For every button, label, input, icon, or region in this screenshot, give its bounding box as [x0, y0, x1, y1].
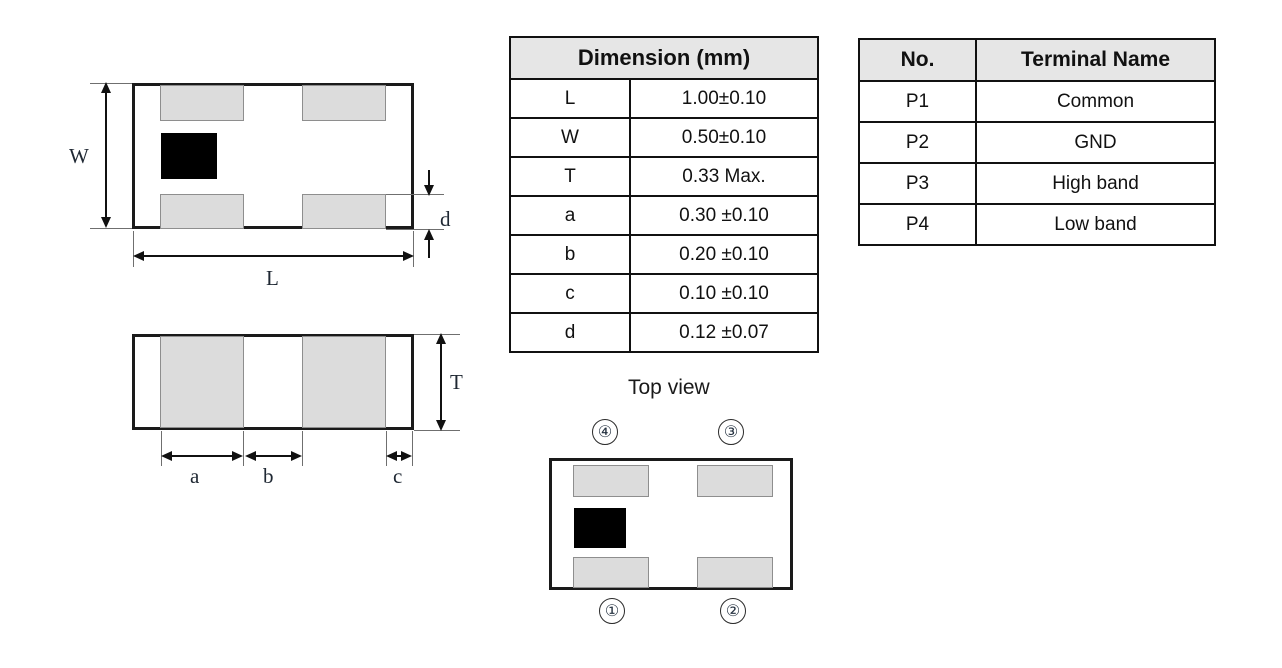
pin-number-1: ①	[599, 598, 625, 624]
dimension-label-w: W	[69, 144, 89, 168]
dimension-key: d	[509, 312, 631, 353]
dimension-table: Dimension (mm) L 1.00±0.10 W 0.50±0.10 T…	[509, 36, 819, 353]
dimension-key: L	[509, 78, 631, 119]
d-arrow-up-icon	[424, 229, 434, 240]
pinout-polarity-marker	[574, 508, 626, 548]
dimension-key: T	[509, 156, 631, 197]
terminal-no: P1	[858, 80, 977, 123]
dimension-label-a: a	[190, 464, 200, 488]
d-dimension-line-upper	[428, 170, 430, 190]
table-row: d 0.12 ±0.07	[509, 312, 819, 353]
dimension-label-c: c	[393, 464, 403, 488]
l-arrow-left-icon	[133, 251, 144, 261]
terminal-name-table: No. Terminal Name P1 Common P2 GND P3 Hi…	[858, 38, 1216, 246]
pad-bottom-right	[302, 194, 386, 229]
dimension-value: 0.30 ±0.10	[629, 195, 819, 236]
pinout-pad-2	[697, 557, 773, 588]
dimension-key: W	[509, 117, 631, 158]
dimension-label-t: T	[450, 370, 463, 394]
d-extension-line-bottom	[386, 229, 444, 230]
a-dimension-line	[164, 455, 240, 457]
l-arrow-right-icon	[403, 251, 414, 261]
w-extension-line-top	[90, 83, 138, 84]
a-extension-line-right	[243, 431, 244, 466]
w-arrow-up-icon	[101, 82, 111, 93]
dimension-value: 0.12 ±0.07	[629, 312, 819, 353]
pin-number-3: ③	[718, 419, 744, 445]
table-row: P4 Low band	[858, 203, 1216, 246]
b-arrow-right-icon	[291, 451, 302, 461]
dimension-key: b	[509, 234, 631, 275]
dimension-value: 0.50±0.10	[629, 117, 819, 158]
pinout-pad-4	[573, 465, 649, 497]
pin-number-2: ②	[720, 598, 746, 624]
a-extension-line-left	[161, 431, 162, 466]
c-arrow-right-icon	[401, 451, 412, 461]
table-row: P1 Common	[858, 80, 1216, 123]
l-extension-line-left	[133, 231, 134, 267]
terminal-name: High band	[975, 162, 1216, 205]
pin-number-4: ④	[592, 419, 618, 445]
table-row: a 0.30 ±0.10	[509, 195, 819, 236]
d-dimension-line-lower	[428, 236, 430, 258]
table-row: P2 GND	[858, 121, 1216, 164]
table-row: T 0.33 Max.	[509, 156, 819, 197]
table-row: c 0.10 ±0.10	[509, 273, 819, 314]
d-extension-line-top	[386, 194, 444, 195]
polarity-marker	[161, 133, 217, 179]
pad-top-left	[160, 85, 244, 121]
t-arrow-up-icon	[436, 333, 446, 344]
c-extension-line-left	[386, 431, 387, 466]
w-arrow-down-icon	[101, 217, 111, 228]
side-terminal-band-b	[302, 336, 386, 428]
terminal-no: P3	[858, 162, 977, 205]
terminal-name: Common	[975, 80, 1216, 123]
w-extension-line-bottom	[90, 228, 138, 229]
c-dimension-line	[389, 455, 410, 457]
pinout-pad-1	[573, 557, 649, 588]
pinout-pad-3	[697, 465, 773, 497]
b-arrow-left-icon	[245, 451, 256, 461]
c-extension-line-right	[412, 431, 413, 466]
t-arrow-down-icon	[436, 420, 446, 431]
table-row: W 0.50±0.10	[509, 117, 819, 158]
terminal-table-header-name: Terminal Name	[975, 38, 1216, 82]
terminal-table-header-row: No. Terminal Name	[858, 38, 1216, 82]
dimension-value: 0.33 Max.	[629, 156, 819, 197]
dimension-table-header: Dimension (mm)	[509, 36, 819, 80]
table-row: P3 High band	[858, 162, 1216, 205]
w-dimension-line	[105, 86, 107, 226]
dimension-key: a	[509, 195, 631, 236]
table-row: b 0.20 ±0.10	[509, 234, 819, 275]
terminal-table-header-no: No.	[858, 38, 977, 82]
pad-top-right	[302, 85, 386, 121]
c-arrow-left-icon	[386, 451, 397, 461]
terminal-name: Low band	[975, 203, 1216, 246]
dimension-label-b: b	[263, 464, 274, 488]
terminal-no: P4	[858, 203, 977, 246]
a-arrow-left-icon	[161, 451, 172, 461]
dimension-value: 1.00±0.10	[629, 78, 819, 119]
dimension-label-l: L	[266, 266, 279, 290]
pinout-caption: Top view	[628, 376, 710, 399]
l-dimension-line	[136, 255, 410, 257]
terminal-no: P2	[858, 121, 977, 164]
b-extension-line-right	[302, 431, 303, 466]
d-arrow-down-icon	[424, 185, 434, 196]
l-extension-line-right	[413, 231, 414, 267]
pad-bottom-left	[160, 194, 244, 229]
side-terminal-band-a	[160, 336, 244, 428]
dimension-table-header-row: Dimension (mm)	[509, 36, 819, 80]
dimension-key: c	[509, 273, 631, 314]
b-dimension-line	[248, 455, 300, 457]
dimension-label-d: d	[440, 207, 451, 231]
dimension-value: 0.20 ±0.10	[629, 234, 819, 275]
a-arrow-right-icon	[232, 451, 243, 461]
t-dimension-line	[440, 337, 442, 427]
terminal-name: GND	[975, 121, 1216, 164]
dimension-value: 0.10 ±0.10	[629, 273, 819, 314]
table-row: L 1.00±0.10	[509, 78, 819, 119]
